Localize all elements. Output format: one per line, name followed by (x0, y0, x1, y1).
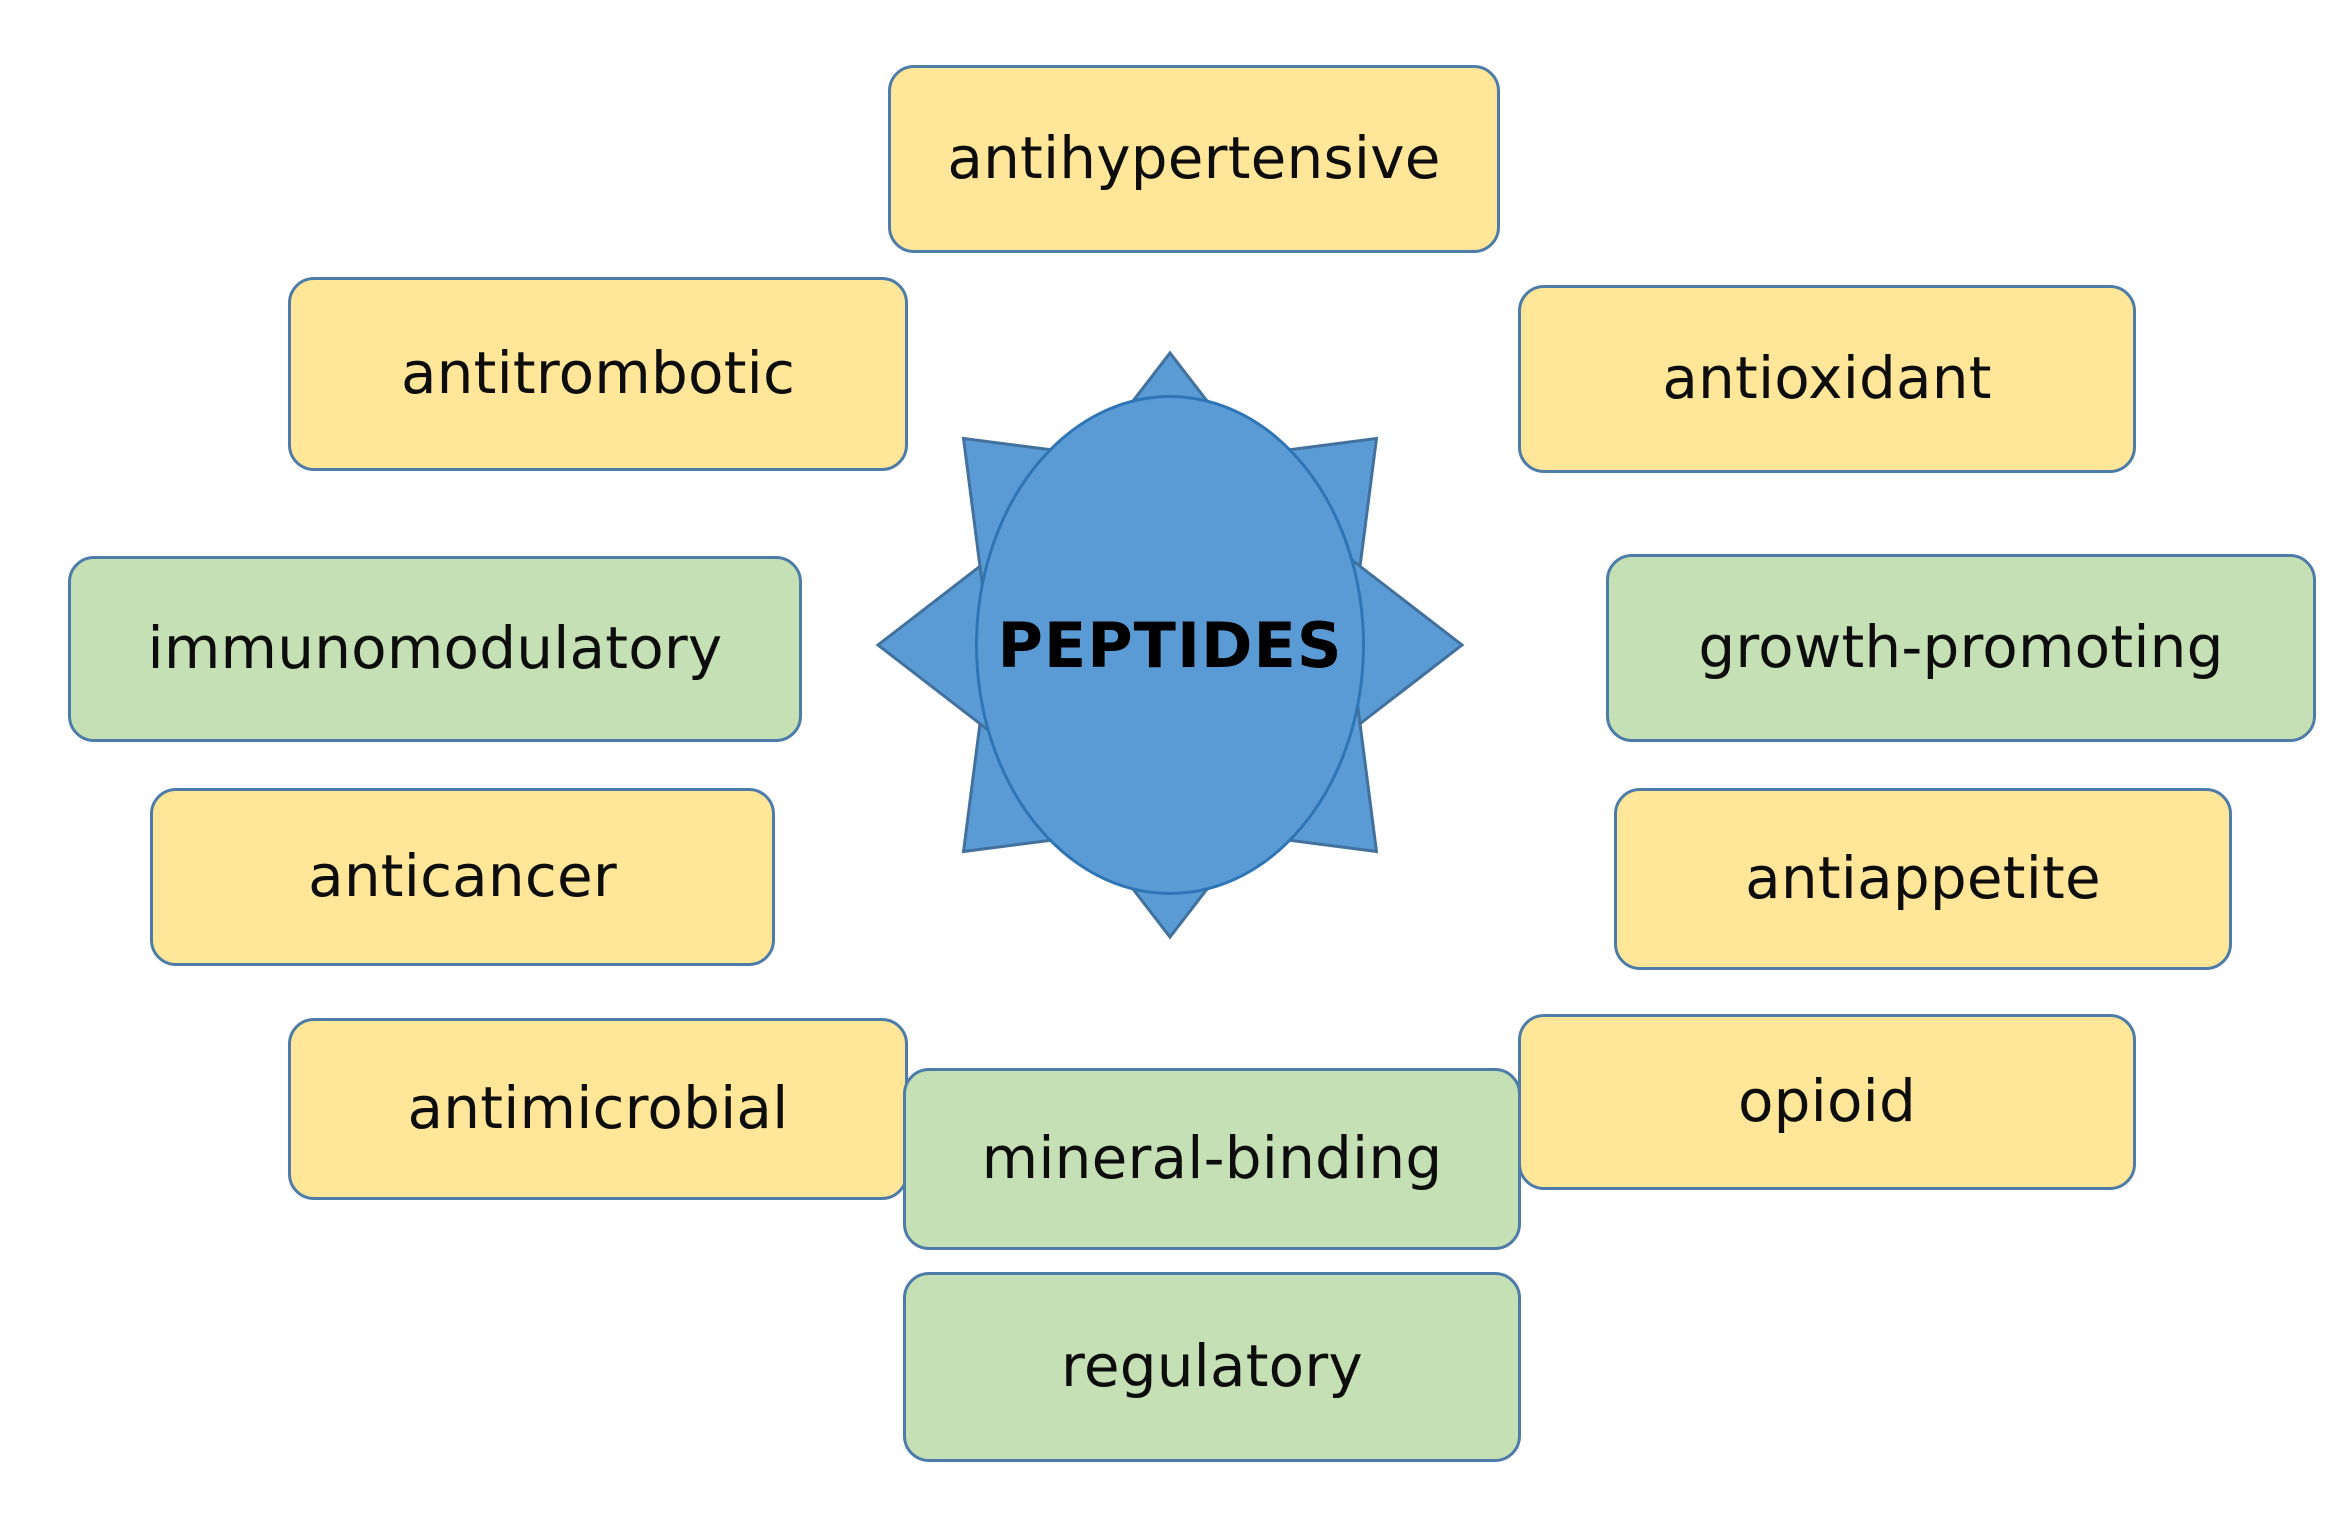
node-antitrombotic[interactable]: antitrombotic (288, 277, 908, 471)
node-label-antihypertensive: antihypertensive (947, 124, 1441, 193)
center-node-peptides[interactable]: PEPTIDES (975, 395, 1365, 895)
node-label-opioid: opioid (1737, 1067, 1917, 1136)
node-opioid[interactable]: opioid (1518, 1014, 2136, 1190)
node-label-regulatory: regulatory (1061, 1332, 1363, 1401)
node-label-mineral-binding: mineral-binding (981, 1124, 1443, 1193)
node-label-antitrombotic: antitrombotic (400, 339, 796, 408)
node-label-anticancer: anticancer (308, 842, 617, 911)
node-label-antimicrobial: antimicrobial (407, 1074, 789, 1143)
node-antiappetite[interactable]: antiappetite (1614, 788, 2232, 970)
node-antimicrobial[interactable]: antimicrobial (288, 1018, 908, 1200)
node-antihypertensive[interactable]: antihypertensive (888, 65, 1500, 253)
node-anticancer[interactable]: anticancer (150, 788, 775, 966)
node-label-antiappetite: antiappetite (1745, 844, 2101, 913)
node-label-immunomodulatory: immunomodulatory (147, 614, 723, 683)
node-label-growth-promoting: growth-promoting (1698, 613, 2224, 682)
node-antioxidant[interactable]: antioxidant (1518, 285, 2136, 473)
node-growth-promoting[interactable]: growth-promoting (1606, 554, 2316, 742)
node-regulatory[interactable]: regulatory (903, 1272, 1521, 1462)
node-immunomodulatory[interactable]: immunomodulatory (68, 556, 802, 742)
node-label-antioxidant: antioxidant (1662, 344, 1992, 413)
center-node-label: PEPTIDES (997, 608, 1343, 682)
node-mineral-binding[interactable]: mineral-binding (903, 1068, 1521, 1250)
